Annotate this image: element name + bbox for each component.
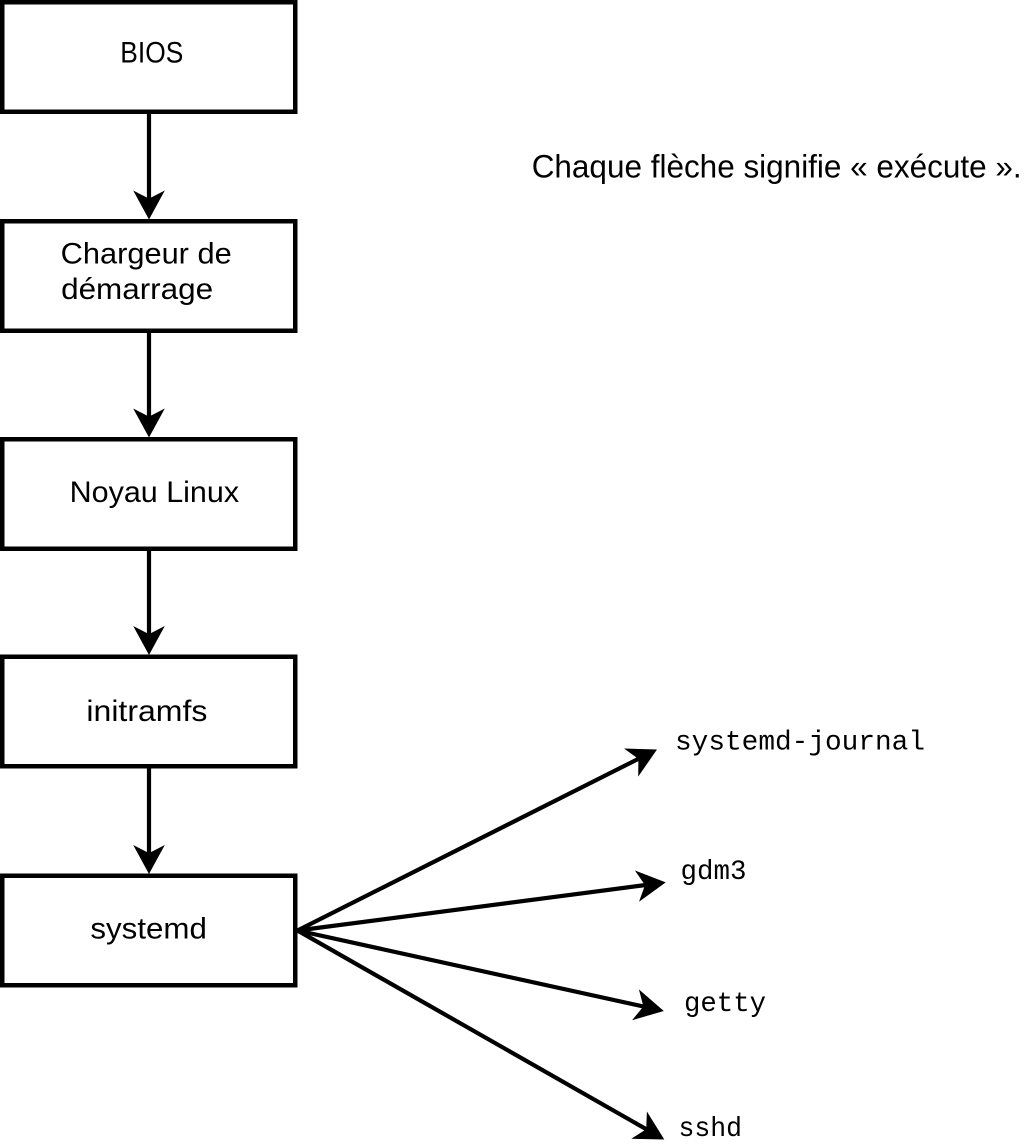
svg-text:démarrage: démarrage [61,273,213,306]
svg-text:Chaque flèche signifie « exécu: Chaque flèche signifie « exécute ». [532,149,1022,185]
svg-text:getty: getty [684,989,766,1020]
svg-text:systemd-journal: systemd-journal [675,728,925,759]
svg-text:gdm3: gdm3 [681,857,747,888]
svg-text:Noyau Linux: Noyau Linux [70,476,240,509]
svg-text:sshd: sshd [679,1114,743,1144]
svg-text:Chargeur de: Chargeur de [61,237,232,270]
svg-text:initramfs: initramfs [86,695,207,728]
svg-text:systemd: systemd [90,913,207,946]
svg-text:BIOS: BIOS [120,37,183,70]
